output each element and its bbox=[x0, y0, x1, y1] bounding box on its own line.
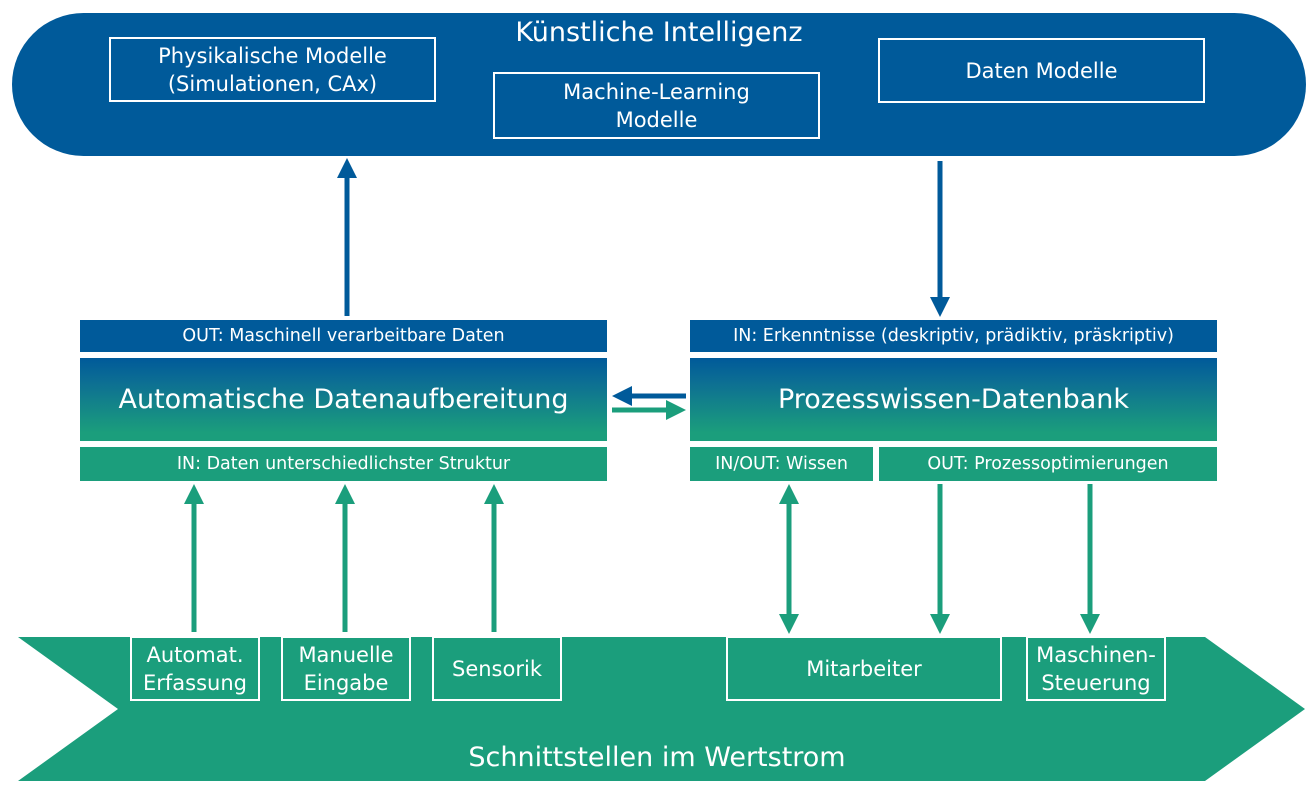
interface-manual-input: Manuelle Eingabe bbox=[281, 636, 411, 701]
value-stream-title: Schnittstellen im Wertstrom bbox=[468, 742, 846, 773]
right-inout-label: IN/OUT: Wissen bbox=[690, 447, 873, 481]
interface-staff: Mitarbeiter bbox=[726, 636, 1002, 701]
process-knowledge-db-box: Prozesswissen-Datenbank bbox=[690, 358, 1217, 441]
interface-machine-control: Maschinen- Steuerung bbox=[1026, 636, 1166, 701]
ki-title: Künstliche Intelligenz bbox=[515, 17, 803, 48]
physical-models-box: Physikalische Modelle (Simulationen, CAx… bbox=[109, 37, 436, 102]
left-out-label: OUT: Maschinell verarbeitbare Daten bbox=[80, 320, 607, 352]
right-in-label: IN: Erkenntnisse (deskriptiv, prädiktiv,… bbox=[690, 320, 1217, 352]
left-in-label: IN: Daten unterschiedlichster Struktur bbox=[80, 447, 607, 481]
right-out-label: OUT: Prozessoptimierungen bbox=[879, 447, 1217, 481]
ml-models-box: Machine-Learning Modelle bbox=[493, 72, 820, 139]
interface-automat-capture: Automat. Erfassung bbox=[130, 636, 260, 701]
data-models-box: Daten Modelle bbox=[878, 38, 1205, 103]
ki-banner bbox=[12, 13, 1306, 156]
data-preparation-box: Automatische Datenaufbereitung bbox=[80, 358, 607, 441]
value-stream-chevron bbox=[18, 637, 1305, 781]
interface-sensor: Sensorik bbox=[432, 636, 562, 701]
